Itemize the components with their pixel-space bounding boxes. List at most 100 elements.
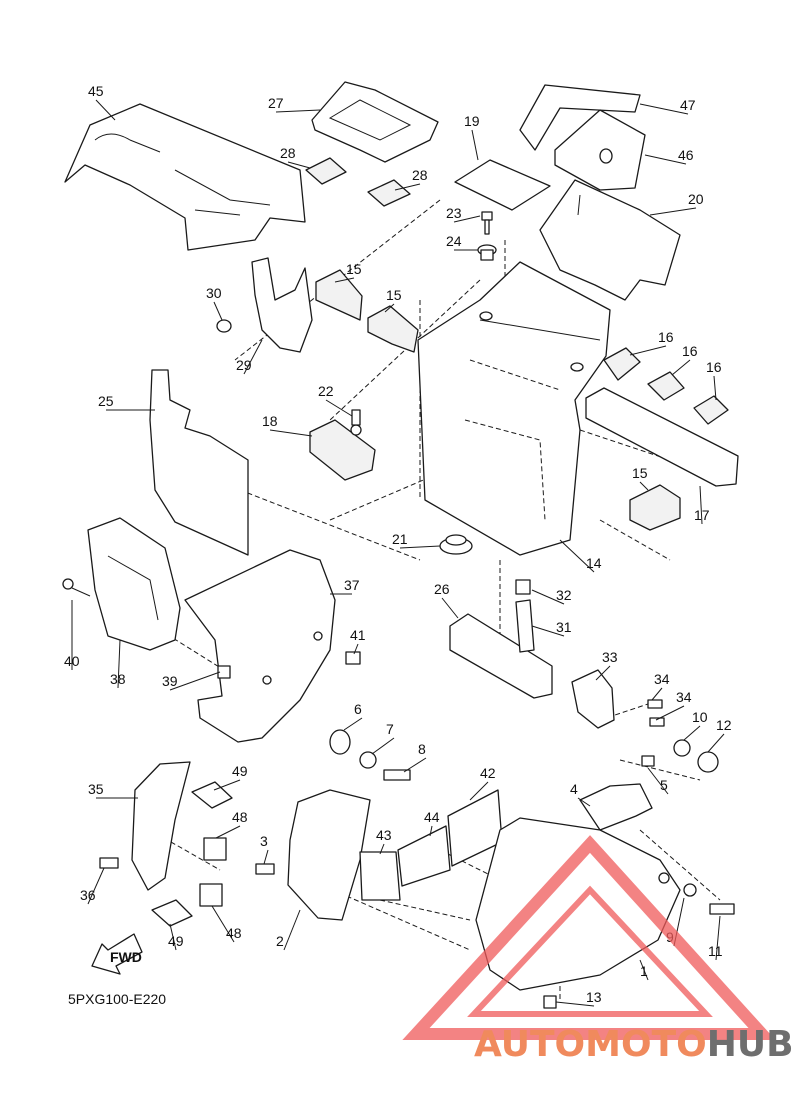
- part-21-grommet: [439, 534, 473, 555]
- callout-c45: 45: [88, 83, 104, 99]
- callout-leader-c49b: [169, 923, 177, 951]
- callout-c48a: 48: [232, 809, 248, 825]
- part-29-bracket: [251, 257, 313, 353]
- part-38-duct: [87, 517, 181, 651]
- callout-leader-c38: [117, 639, 121, 689]
- part-7-washer: [359, 751, 377, 769]
- callout-c35: 35: [88, 781, 104, 797]
- part-19-sheet: [454, 159, 551, 211]
- watermark-part3: HUB: [707, 1024, 794, 1065]
- part-31-tube: [515, 599, 535, 653]
- callout-c16c: 16: [706, 359, 722, 375]
- callout-c41: 41: [350, 627, 366, 643]
- part-48-clamp-b: [199, 883, 223, 907]
- fwd-arrow-icon: FWD: [91, 933, 143, 975]
- callout-c31: 31: [556, 619, 572, 635]
- callout-leader-c49a: [213, 779, 241, 791]
- callout-c7: 7: [386, 721, 394, 737]
- callout-leader-c16b: [671, 359, 691, 376]
- callout-leader-c8: [403, 757, 427, 773]
- part-5-bolt: [641, 755, 655, 767]
- part-16-pad-a: [603, 347, 641, 381]
- callout-c22: 22: [318, 383, 334, 399]
- diagram-code: 5PXG100-E220: [68, 991, 166, 1007]
- fwd-label: FWD: [110, 949, 142, 965]
- callout-leaders: [71, 99, 725, 1007]
- callout-leader-c1: [639, 959, 649, 981]
- part-46-cover: [554, 109, 646, 191]
- part-49-clip-a: [191, 781, 233, 809]
- part-24-collar: [477, 244, 497, 261]
- callout-c12: 12: [716, 717, 732, 733]
- part-16-pad-c: [693, 395, 729, 425]
- watermark-logo: [402, 835, 776, 1040]
- part-47-strap: [519, 84, 641, 151]
- callout-leader-c15b: [384, 303, 395, 313]
- callout-leader-c3: [263, 849, 269, 865]
- callout-leader-c15c: [639, 481, 649, 491]
- callout-leader-c18: [269, 429, 313, 437]
- part-10-collar: [673, 739, 691, 757]
- callout-leader-c27: [275, 109, 321, 113]
- callout-c30: 30: [206, 285, 222, 301]
- callout-leader-c16a: [629, 345, 667, 356]
- callout-c10: 10: [692, 709, 708, 725]
- part-15-pad-a: [315, 269, 363, 321]
- callout-leader-c32: [531, 589, 565, 605]
- callout-c43: 43: [376, 827, 392, 843]
- callout-leader-c6: [343, 717, 363, 731]
- callout-leader-c46: [644, 154, 687, 165]
- callout-c39: 39: [162, 673, 178, 689]
- callout-leader-c34b: [655, 705, 685, 721]
- callout-leader-c48a: [215, 825, 241, 839]
- callout-leader-c44: [429, 825, 433, 837]
- part-8-bolt: [383, 769, 411, 781]
- watermark-part2: MOTO: [585, 1024, 707, 1065]
- callout-leader-c47: [639, 103, 689, 115]
- callout-leader-c28b: [394, 183, 421, 191]
- part-36-bolt: [99, 857, 119, 869]
- callout-c44: 44: [424, 809, 440, 825]
- watermark-text: AUTOMOTOHUB: [474, 1024, 794, 1065]
- callout-leader-c16c: [713, 375, 717, 401]
- part-41-bolt: [345, 651, 361, 665]
- callout-c48b: 48: [226, 925, 242, 941]
- callout-leader-c10: [683, 725, 701, 741]
- part-48-clamp-a: [203, 837, 227, 861]
- callout-c25: 25: [98, 393, 114, 409]
- callout-c38: 38: [110, 671, 126, 687]
- callout-leader-c29: [243, 339, 263, 375]
- callout-c8: 8: [418, 741, 426, 757]
- callout-c46: 46: [678, 147, 694, 163]
- callout-leader-c34a: [651, 687, 663, 701]
- callout-c4: 4: [570, 781, 578, 797]
- part-43-strip: [359, 851, 401, 901]
- part-6-grommet: [329, 729, 351, 755]
- callout-c49b: 49: [168, 933, 184, 949]
- part-9-washer: [683, 883, 697, 897]
- callout-leader-c2: [283, 909, 301, 951]
- part-37-side-cover: [184, 549, 336, 743]
- callout-c42: 42: [480, 765, 496, 781]
- callout-leader-c30: [213, 301, 223, 321]
- callout-leader-c43: [379, 843, 385, 855]
- callout-leader-c41: [353, 643, 359, 655]
- callout-c15b: 15: [386, 287, 402, 303]
- part-18-pad: [309, 419, 376, 481]
- part-13-clip: [543, 995, 557, 1009]
- callout-c2: 2: [276, 933, 284, 949]
- part-40-bolt: [62, 578, 91, 597]
- part-15-pad-c: [629, 484, 681, 531]
- part-32-fitting: [515, 579, 531, 595]
- callout-c21: 21: [392, 531, 408, 547]
- callout-leader-c11: [715, 915, 721, 961]
- part-3-screw: [255, 863, 275, 875]
- part-28-pad-b: [367, 179, 411, 207]
- callout-leader-c14: [559, 539, 595, 573]
- callout-c23: 23: [446, 205, 462, 221]
- callout-leader-c23: [453, 215, 481, 223]
- callout-c17: 17: [694, 507, 710, 523]
- callout-leader-c21: [399, 545, 441, 549]
- part-49-clip-b: [151, 899, 193, 927]
- callout-c36: 36: [80, 887, 96, 903]
